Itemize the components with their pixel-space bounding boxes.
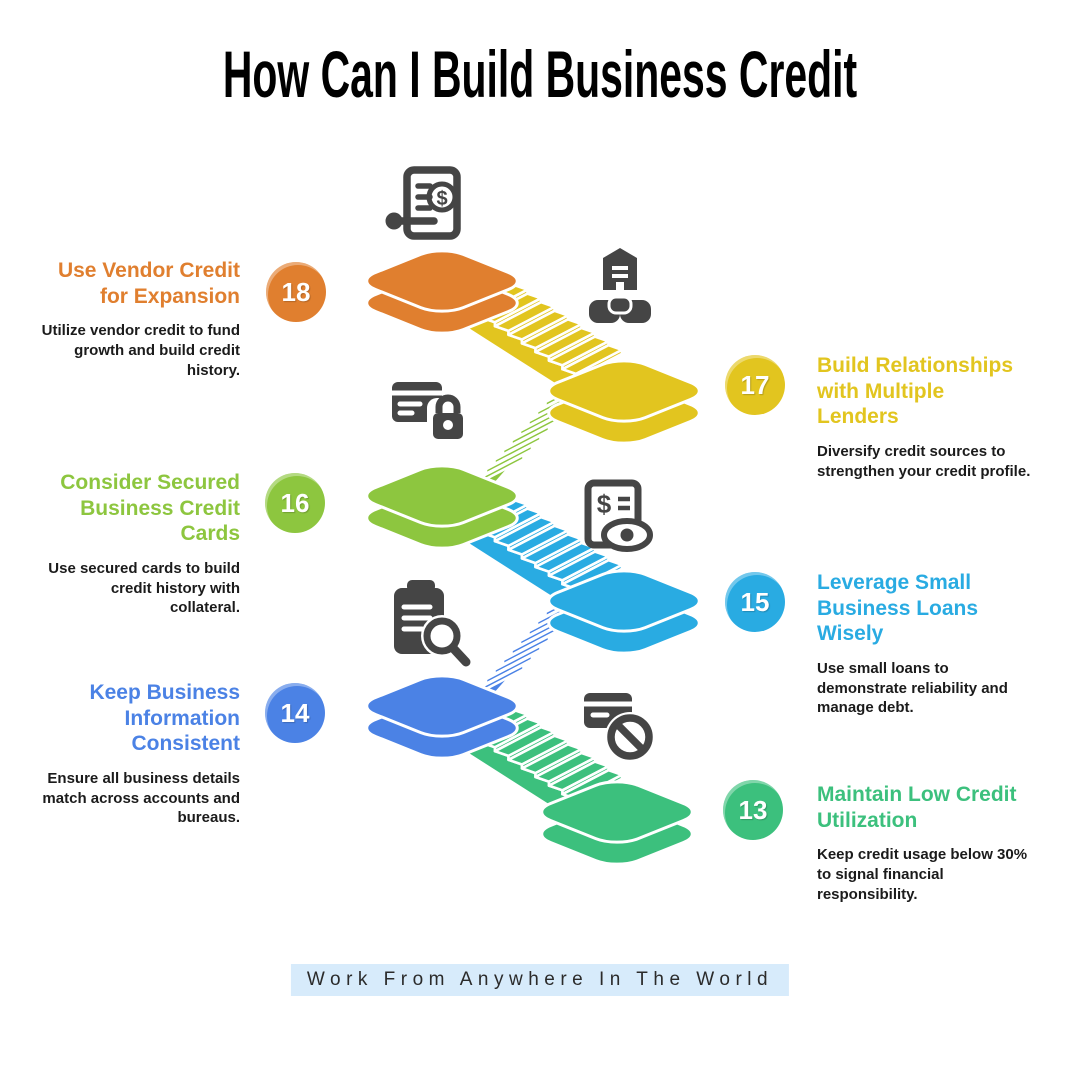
bank-handshake-icon (589, 248, 651, 323)
invoice-pen-icon: $ (385, 166, 461, 240)
step-description: Utilize vendor credit to fund growth and… (41, 322, 240, 379)
step-item-17: Build Relationships with Multiple Lender… (817, 353, 1032, 481)
step-description: Diversify credit sources to strengthen y… (817, 442, 1031, 480)
svg-text:$: $ (436, 188, 447, 210)
step-number-badge: 16 (265, 473, 325, 533)
step-description: Keep credit usage below 30% to signal fi… (817, 846, 1028, 903)
step-item-15: Leverage Small Business Loans Wisely Use… (817, 570, 1032, 718)
platform-top (529, 777, 704, 847)
step-description: Ensure all business details match across… (42, 769, 240, 827)
step-title: Leverage Small Business Loans Wisely (817, 571, 979, 646)
step-item-16: Consider Secured Business Credit Cards U… (40, 470, 240, 618)
page-title: How Can I Build Business Credit (222, 37, 858, 111)
step-number-badge: 14 (265, 683, 325, 743)
footer-banner: Work From Anywhere In The World (290, 964, 790, 996)
card-lock-icon (392, 382, 469, 444)
clipboard-search-icon (394, 580, 471, 667)
step-title: Use Vendor Credit for Expansion (57, 259, 240, 308)
step-description: Use secured cards to build credit histor… (48, 559, 240, 617)
step-number-badge: 15 (725, 572, 785, 632)
platform-top (536, 356, 711, 426)
step-title: Build Relationships with Multiple Lender… (817, 354, 1014, 429)
platform-top (354, 246, 529, 316)
step-description: Use small loans to demonstrate reliabili… (817, 659, 1008, 717)
step-number-badge: 13 (723, 780, 783, 840)
platform-top (354, 671, 529, 741)
step-item-18: Use Vendor Credit for Expansion Utilize … (40, 258, 240, 381)
step-title: Consider Secured Business Credit Cards (60, 471, 240, 546)
receipt-eye-icon: $ (584, 479, 653, 552)
card-blocked-icon (584, 693, 655, 762)
step-item-13: Maintain Low Credit Utilization Keep cre… (817, 782, 1032, 905)
staircase-platforms (354, 246, 711, 869)
step-number-badge: 18 (266, 262, 326, 322)
platform-top (354, 461, 529, 531)
step-title: Keep Business Information Consistent (89, 681, 240, 756)
step-title: Maintain Low Credit Utilization (817, 783, 1017, 832)
step-item-14: Keep Business Information Consistent Ens… (40, 680, 240, 828)
svg-text:$: $ (597, 489, 612, 519)
step-number-badge: 17 (725, 355, 785, 415)
platform-top (536, 566, 711, 636)
